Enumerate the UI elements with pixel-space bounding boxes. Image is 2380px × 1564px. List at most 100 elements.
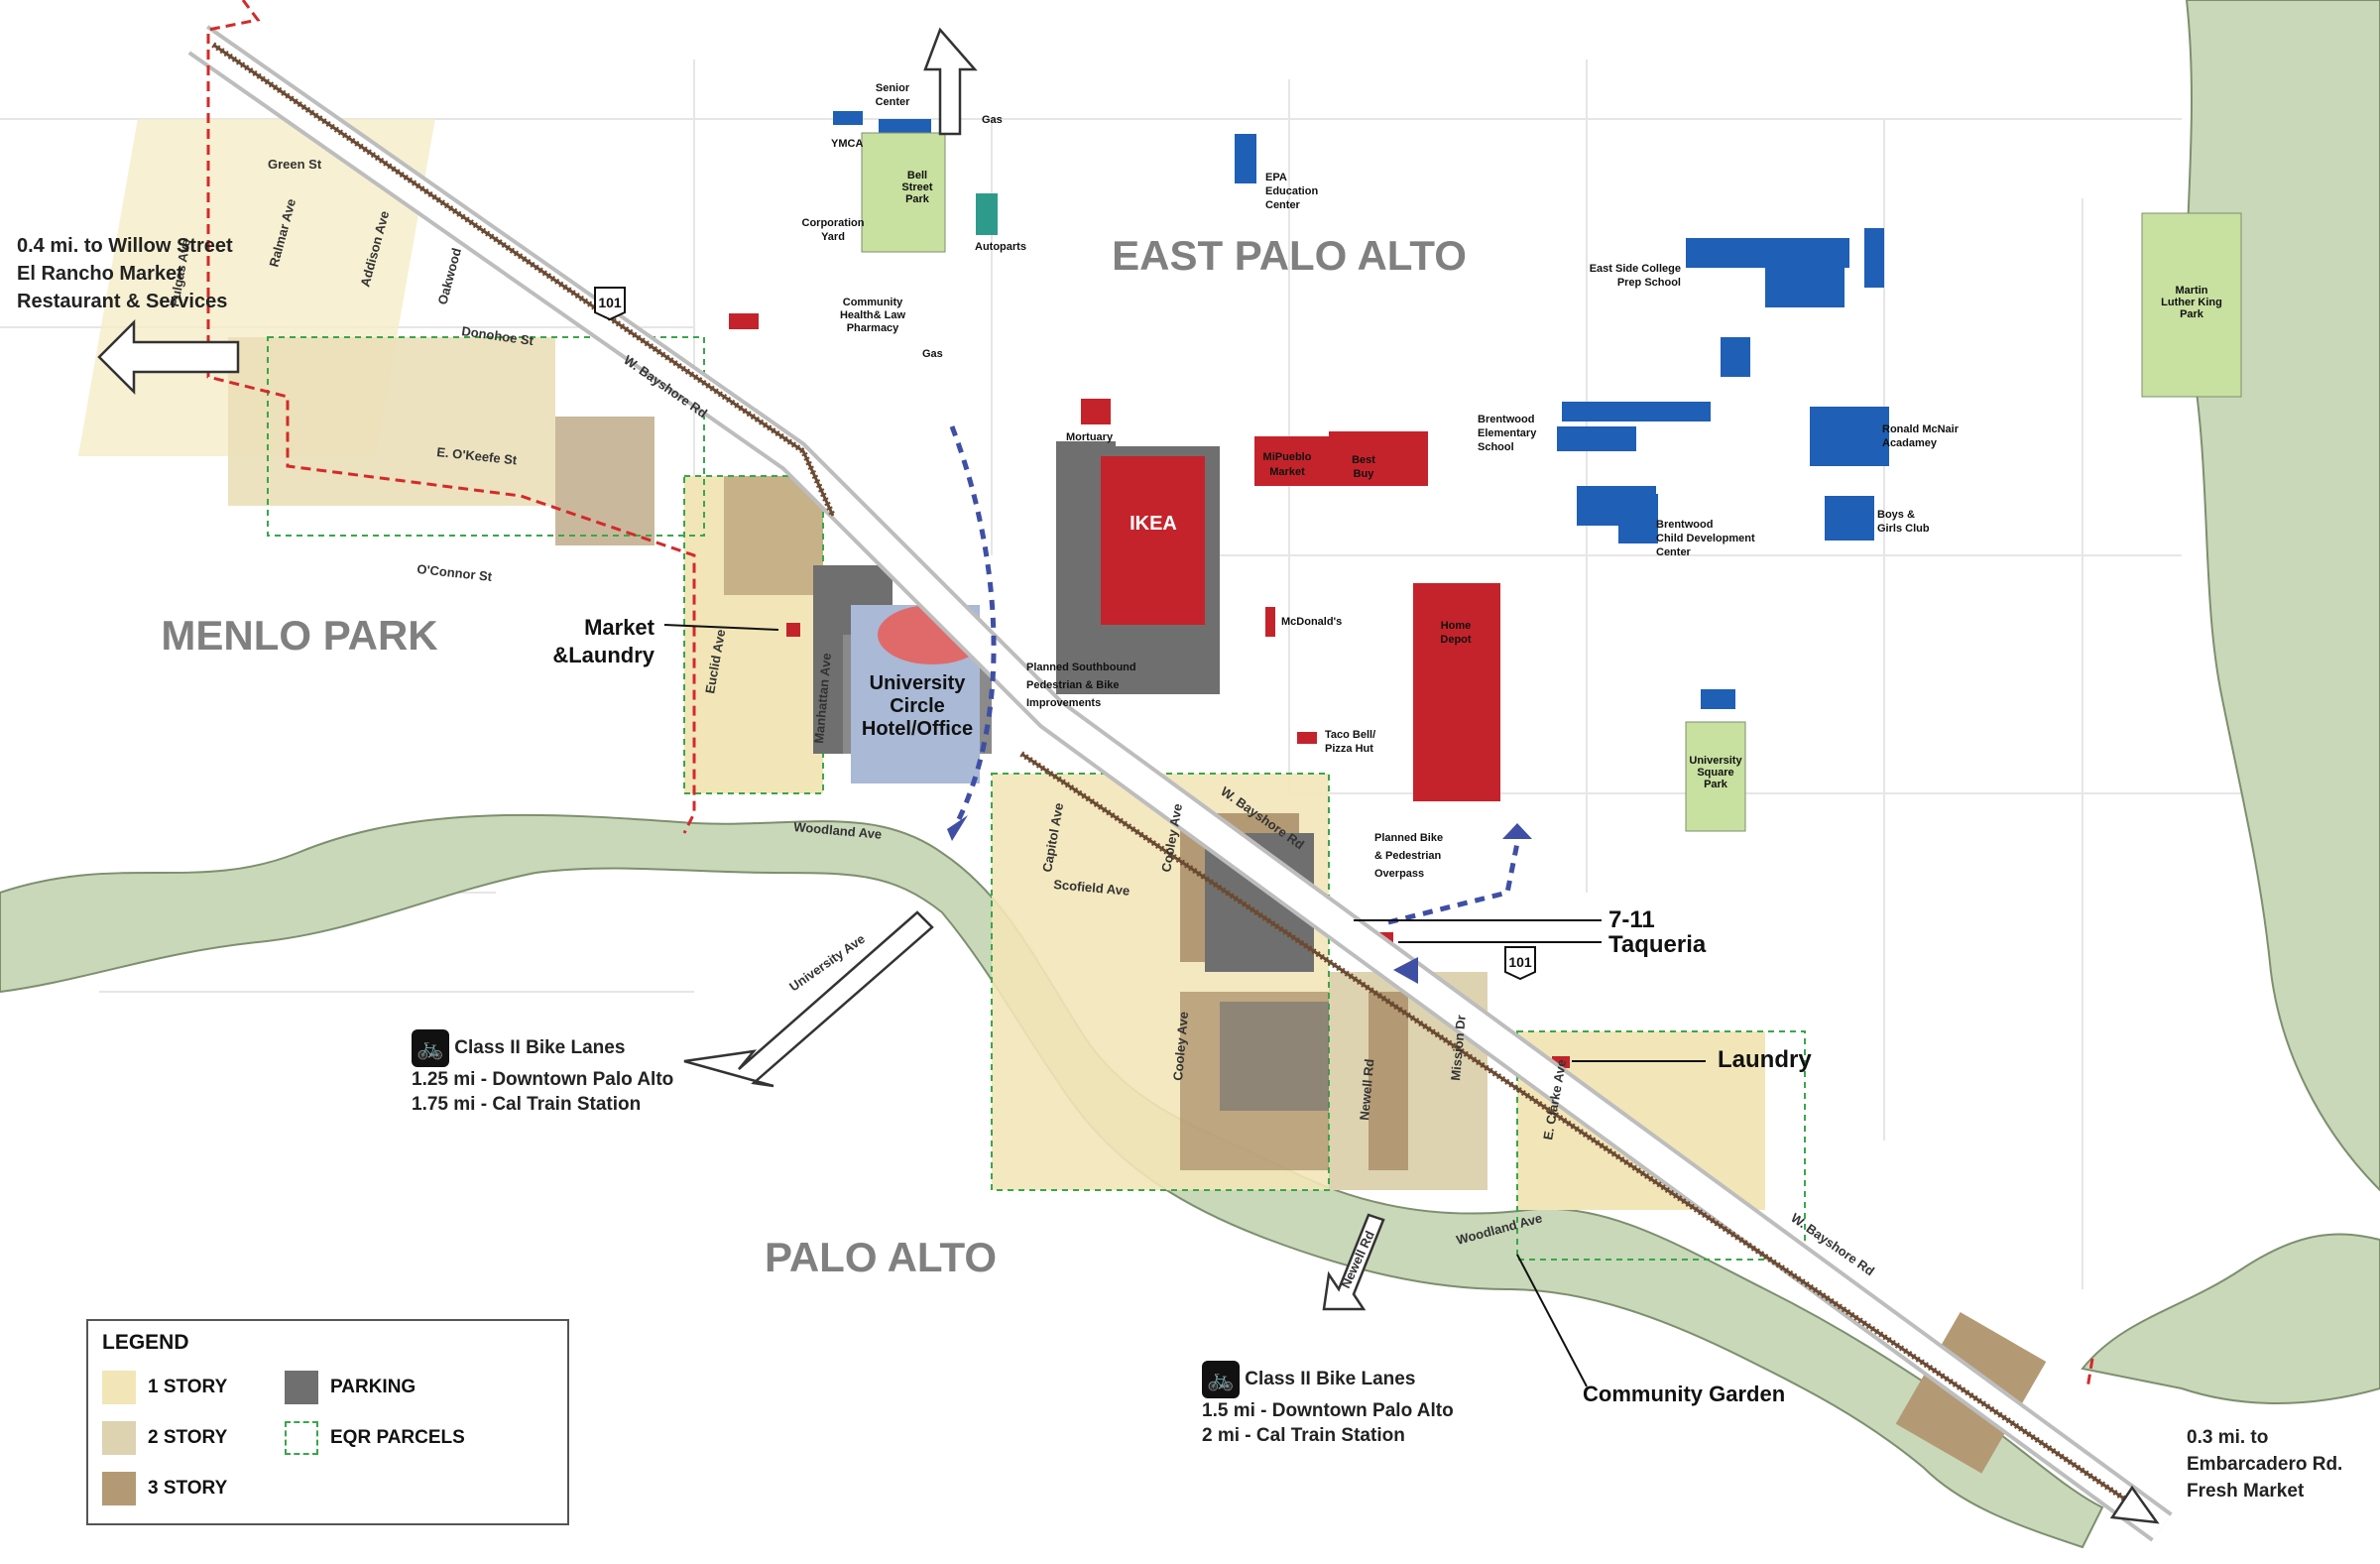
poi-boys-girls-2: Girls Club <box>1877 523 1930 535</box>
poi-univ-square-2: Square <box>1697 767 1733 779</box>
callouts: 0.4 mi. to Willow Street El Rancho Marke… <box>17 235 2342 1502</box>
legend-swatch-parking <box>285 1371 318 1404</box>
poi-bell-2: Street <box>901 181 933 193</box>
bike-note-west-line1: 1.25 mi - Downtown Palo Alto <box>412 1069 674 1090</box>
poi-mortuary: Mortuary <box>1066 431 1114 443</box>
planned-labels: Planned Southbound Pedestrian & Bike Imp… <box>1026 662 1443 880</box>
parks <box>861 132 2242 832</box>
creek-corridor <box>0 813 2104 1549</box>
poi-health-2: Health& Law <box>840 309 905 321</box>
tacobell-building <box>1297 732 1317 744</box>
bike-note-west-line2: 1.75 mi - Cal Train Station <box>412 1094 642 1115</box>
poi-corp-yard-2: Yard <box>821 231 845 243</box>
legend-item-eqr: EQR PARCELS <box>285 1421 465 1455</box>
street-green: Green St <box>268 157 322 172</box>
poi-brentwood-elem-1: Brentwood <box>1478 414 1534 425</box>
poi-bestbuy-2: Buy <box>1354 468 1375 480</box>
mcdonalds-building <box>1265 607 1275 637</box>
bestbuy-building <box>1329 431 1428 486</box>
overpass-2: & Pedestrian <box>1374 850 1442 862</box>
bike-note-west-title: Class II Bike Lanes <box>454 1037 626 1059</box>
legend-swatch-3-story <box>102 1472 136 1505</box>
poi-boys-girls-1: Boys & <box>1877 509 1915 521</box>
baylands-southeast <box>2081 1233 2380 1404</box>
poi-mipueblo-1: MiPueblo <box>1263 451 1312 463</box>
taqueria: Taqueria <box>1608 931 1707 958</box>
legend-swatch-1-story <box>102 1371 136 1404</box>
bike-icon: 🚲 <box>412 1029 449 1067</box>
laundry: Laundry <box>1718 1046 1812 1073</box>
poi-corp-yard-1: Corporation <box>802 217 865 229</box>
ikea-label: IKEA <box>1130 513 1177 535</box>
city-boundary <box>206 0 2094 1389</box>
market-laundry-1: Market <box>584 615 655 640</box>
bike-icon: 🚲 <box>1202 1361 1240 1398</box>
poi-univ-square-1: University <box>1689 755 1742 767</box>
planned-arrows <box>947 815 1532 984</box>
poi-senior-center-1: Senior <box>876 82 910 94</box>
mortuary-building <box>1081 399 1111 424</box>
mlk-park <box>2141 212 2242 398</box>
hwy-shield-north: 101 <box>598 295 622 310</box>
legend: LEGEND 1 STORY 2 STORY 3 STORY PARKING E… <box>86 1319 569 1525</box>
embarcadero-2: Embarcadero Rd. <box>2187 1454 2342 1475</box>
street-oconnor: O'Connor St <box>416 561 494 584</box>
poi-univ-square-3: Park <box>1704 779 1728 790</box>
poi-labels: Senior Center YMCA Gas Bell Street Park … <box>802 82 2222 790</box>
poi-mlk-1: Martin <box>2176 285 2208 297</box>
legend-label-parking: PARKING <box>330 1377 416 1397</box>
southbound-3: Improvements <box>1026 697 1101 709</box>
poi-brentwood-elem-3: School <box>1478 441 1514 453</box>
poi-tacobell-2: Pizza Hut <box>1325 743 1373 755</box>
southbound-1: Planned Southbound <box>1026 662 1136 673</box>
poi-brentwood-elem-2: Elementary <box>1478 427 1537 439</box>
retail-buildings <box>729 193 1570 1068</box>
mipueblo-building <box>1254 436 1329 486</box>
legend-label-eqr: EQR PARCELS <box>330 1427 465 1448</box>
legend-title: LEGEND <box>102 1331 189 1354</box>
willow-3: Restaurant & Services <box>17 291 227 312</box>
poi-health-1: Community <box>843 297 903 308</box>
baylands-east <box>2185 0 2380 1192</box>
legend-swatch-eqr <box>285 1421 318 1455</box>
poi-brentwood-child-3: Center <box>1656 546 1692 558</box>
poi-brentwood-child-1: Brentwood <box>1656 519 1713 531</box>
poi-health-3: Pharmacy <box>847 322 899 334</box>
university-circle-line3: Hotel/Office <box>862 718 973 740</box>
poi-tacobell-1: Taco Bell/ <box>1325 729 1375 741</box>
poi-senior-center-2: Center <box>876 96 911 108</box>
overpass-3: Overpass <box>1374 868 1424 880</box>
poi-mlk-2: Luther King <box>2161 297 2222 308</box>
ikea-building <box>1101 456 1205 625</box>
community-garden: Community Garden <box>1583 1382 1785 1406</box>
overpass-1: Planned Bike <box>1374 832 1443 844</box>
street-newell-1: Newell Rd <box>1357 1058 1376 1121</box>
autoparts-building <box>976 193 998 235</box>
direction-arrows <box>97 27 2160 1524</box>
willow-1: 0.4 mi. to Willow Street <box>17 235 233 257</box>
southwest-arrow <box>683 910 934 1088</box>
southeast-arrow <box>2109 1485 2160 1524</box>
bike-note-south-title: Class II Bike Lanes <box>1245 1369 1416 1390</box>
region-palo-alto: PALO ALTO <box>765 1234 997 1280</box>
poi-autoparts: Autoparts <box>975 241 1026 253</box>
legend-label-3-story: 3 STORY <box>148 1478 228 1499</box>
poi-epa-1: EPA <box>1265 172 1287 183</box>
poi-brentwood-child-2: Child Development <box>1656 533 1755 544</box>
bike-note-south: 🚲 Class II Bike Lanes 1.5 mi - Downtown … <box>1202 1361 1454 1448</box>
street-mission: Mission Dr <box>1448 1015 1469 1082</box>
planned-improvements <box>949 425 1520 925</box>
poi-epa-3: Center <box>1265 199 1301 211</box>
poi-eastside-2: Prep School <box>1617 277 1681 289</box>
poi-mcnair-2: Acadamey <box>1882 437 1938 449</box>
poi-bell-3: Park <box>905 193 930 205</box>
poi-home-depot-1: Home <box>1441 620 1472 632</box>
north-arrow <box>923 27 978 136</box>
poi-epa-2: Education <box>1265 185 1318 197</box>
poi-ymca: YMCA <box>831 138 863 150</box>
street-scofield: Scofield Ave <box>1053 877 1130 899</box>
legend-item-parking: PARKING <box>285 1371 416 1404</box>
poi-bestbuy-1: Best <box>1352 454 1375 466</box>
poi-mipueblo-2: Market <box>1269 466 1305 478</box>
